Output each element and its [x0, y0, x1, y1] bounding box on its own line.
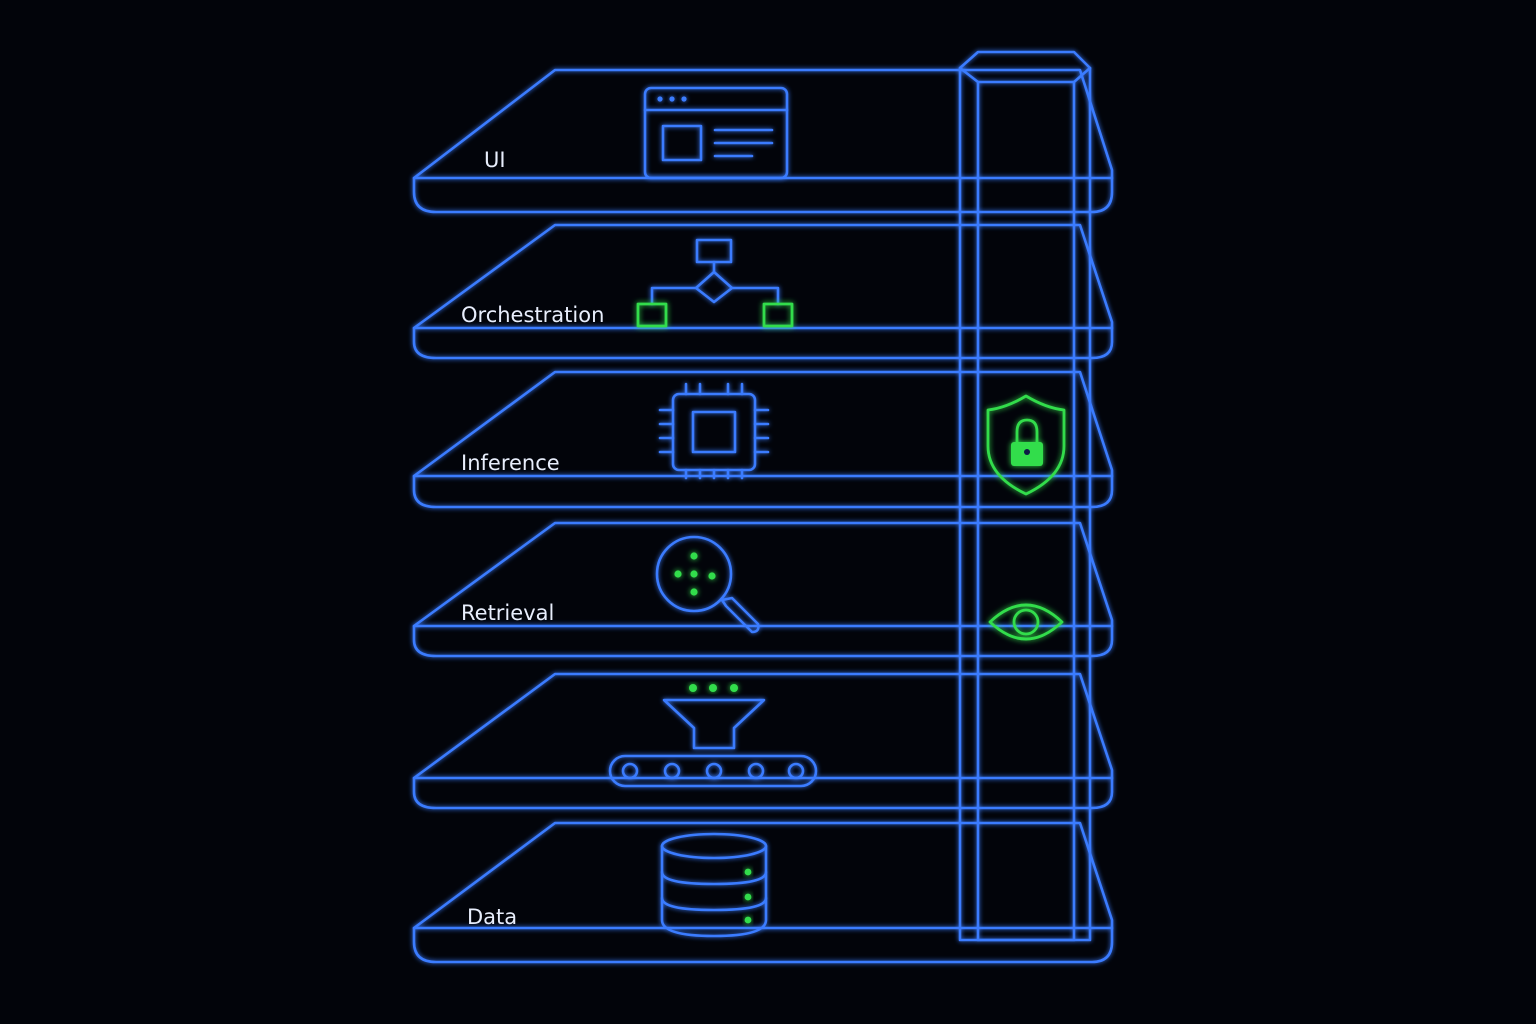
database-icon	[660, 832, 768, 938]
processor-chip-icon	[658, 382, 770, 480]
shield-lock-icon	[986, 394, 1066, 496]
layer-slab-ui	[412, 68, 1114, 214]
layer-label-ui: UI	[484, 148, 506, 172]
layer-slab-retrieval	[412, 521, 1114, 658]
flowchart-icon	[636, 238, 794, 328]
layer-label-inference: Inference	[461, 451, 560, 475]
layer-slab-inference	[412, 370, 1114, 509]
magnifier-search-icon	[655, 535, 760, 634]
layer-slab-ingestion	[412, 672, 1114, 810]
funnel-conveyor-icon	[608, 684, 818, 788]
layer-label-orchestration: Orchestration	[461, 303, 604, 327]
browser-window-icon	[643, 86, 789, 180]
layer-label-retrieval: Retrieval	[461, 601, 554, 625]
layer-slab-orchestration	[412, 223, 1114, 360]
eye-icon	[988, 603, 1064, 641]
layer-label-data: Data	[467, 905, 517, 929]
side-pillar	[958, 50, 1092, 942]
